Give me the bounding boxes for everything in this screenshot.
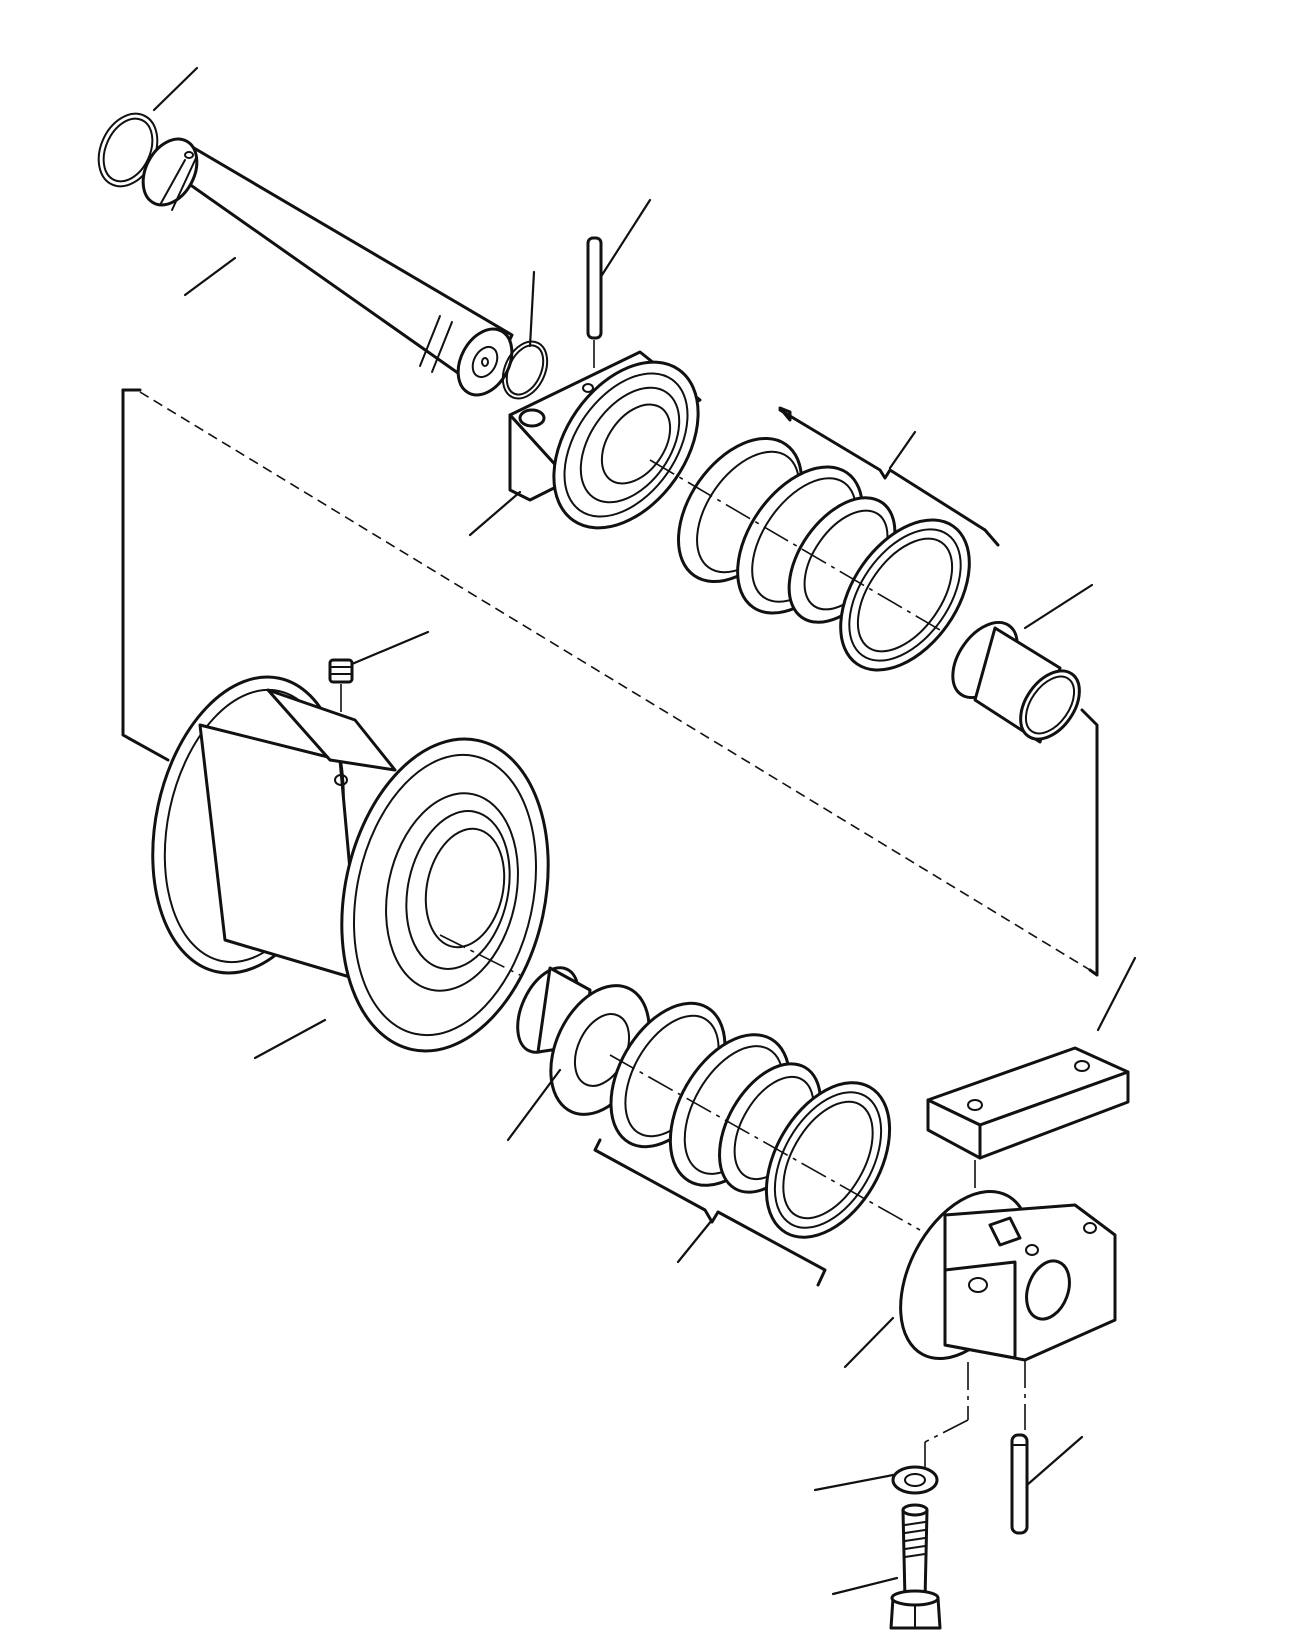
small-o-ring: [501, 340, 549, 400]
leader-small-o-ring: [528, 270, 536, 348]
collar-upper: [508, 350, 702, 530]
leader-collar-lower: [843, 1316, 895, 1369]
leader-seal-group-lower: [676, 1218, 714, 1264]
leader-washer: [813, 1473, 895, 1492]
washer: [891, 1465, 939, 1495]
assembly-bracket: [121, 388, 1099, 977]
leader-bolt: [831, 1576, 899, 1596]
seal-group-upper: [649, 406, 1000, 672]
shaft: [141, 137, 514, 397]
leader-plug: [350, 630, 430, 666]
leader-dowel-pin-lower: [1025, 1435, 1084, 1487]
collar-lower: [899, 1189, 1117, 1475]
leader-collar-upper: [468, 490, 522, 537]
leader-seal-group-upper: [888, 430, 917, 470]
dowel-pin-upper: [586, 236, 603, 388]
bushing-upper: [951, 621, 1081, 744]
dowel-pin-lower: [1010, 1433, 1029, 1535]
leader-bushing-lower: [506, 1068, 562, 1142]
leader-roller: [253, 1018, 327, 1060]
callout-leaders: [152, 66, 1137, 1596]
leader-shaft: [183, 256, 237, 297]
leader-retaining-ring: [152, 66, 199, 112]
roller: [151, 675, 550, 1053]
leader-bushing-upper: [1023, 583, 1094, 630]
leader-dowel-pin-upper: [600, 198, 652, 277]
bolt: [889, 1503, 942, 1630]
leader-plate: [1096, 956, 1137, 1032]
seal-group-lower: [593, 1001, 921, 1287]
